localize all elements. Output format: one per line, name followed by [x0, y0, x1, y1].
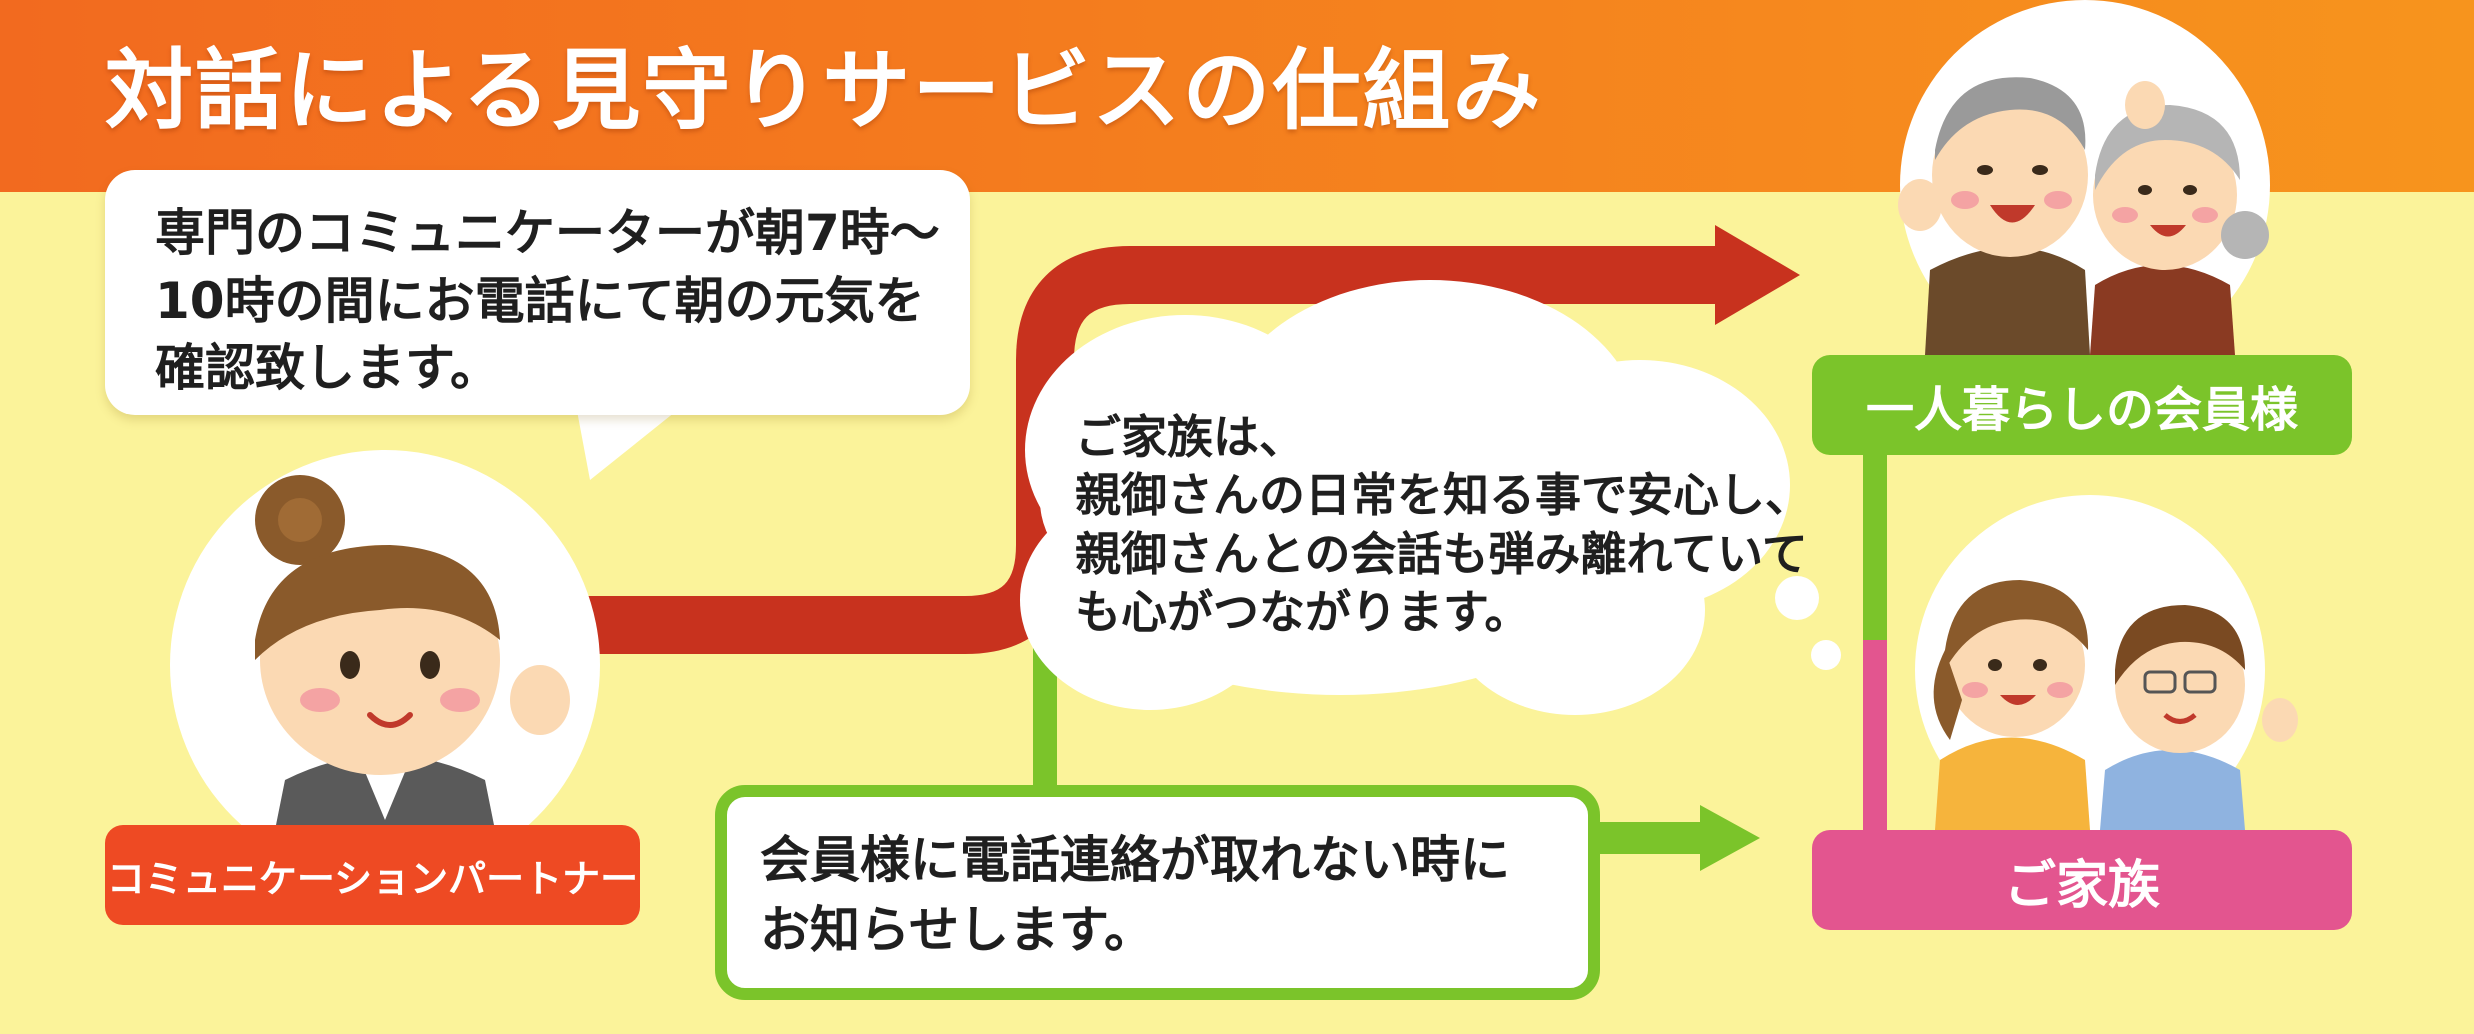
partner-label: コミュニケーションパートナー: [105, 825, 640, 925]
speech-line-3: 確認致します。: [155, 339, 500, 397]
cloud-line-3: 親御さんとの会話も弾み離れていて: [1075, 526, 1808, 581]
speech-bubble-text: 専門のコミュニケーターが朝7時〜 10時の間にお電話にて朝の元気を 確認致します…: [155, 200, 940, 403]
family-couple-illustration: [1915, 495, 2298, 845]
cloud-dot-small: [1811, 640, 1841, 670]
notice-box-text: 会員様に電話連絡が取れない時に お知らせします。: [760, 825, 1510, 965]
notice-line-2: お知らせします。: [760, 901, 1154, 959]
cloud-line-4: も心がつながります。: [1075, 585, 1531, 640]
cloud-line-2: 親御さんの日常を知る事で安心し、: [1075, 468, 1811, 523]
elderly-couple-illustration: [1898, 0, 2270, 370]
member-label: 一人暮らしの会員様: [1812, 355, 2352, 455]
thought-cloud-text: ご家族は、 親御さんの日常を知る事で安心し、 親御さんとの会話も弾み離れていて …: [1075, 408, 1811, 642]
speech-line-1: 専門のコミュニケーターが朝7時〜: [155, 204, 940, 262]
page-title: 対話による見守りサービスの仕組み: [105, 38, 1543, 142]
notice-line-1: 会員様に電話連絡が取れない時に: [760, 831, 1510, 889]
speech-bubble: [105, 170, 970, 415]
speech-bubble-tail: [575, 400, 690, 480]
cloud-line-1: ご家族は、: [1075, 410, 1305, 464]
cloud-dot-large: [1775, 576, 1819, 620]
thought-cloud: [1020, 280, 1790, 715]
notice-box: [715, 785, 1600, 1000]
speech-line-2: 10時の間にお電話にて朝の元気を: [155, 271, 925, 330]
operator-woman-illustration: [170, 450, 600, 880]
family-label: ご家族: [1812, 830, 2352, 930]
green-arrow: [1595, 805, 1760, 871]
